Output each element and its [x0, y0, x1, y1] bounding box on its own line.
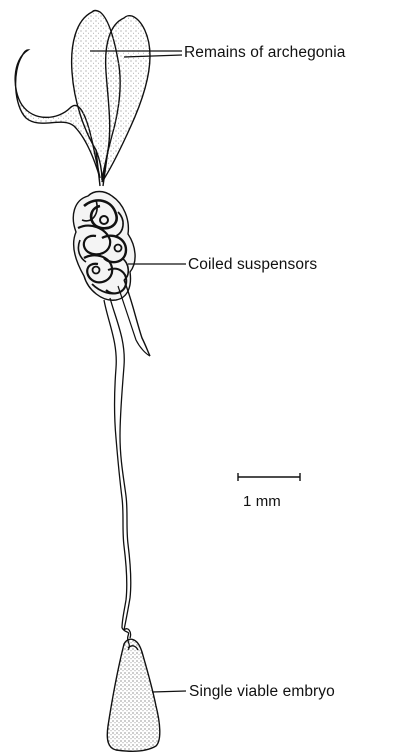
label-single-viable-embryo: Single viable embryo: [189, 683, 335, 701]
leader-line-embryo: [152, 691, 186, 692]
viable-embryo: [107, 639, 160, 751]
scale-bar-label: 1 mm: [243, 493, 281, 510]
archegonia-remains: [15, 11, 150, 187]
scale-bar: [238, 473, 300, 481]
label-coiled-suspensors: Coiled suspensors: [188, 256, 317, 274]
label-remains-of-archegonia: Remains of archegonia: [184, 44, 346, 62]
suspensor-strand: [104, 298, 131, 650]
